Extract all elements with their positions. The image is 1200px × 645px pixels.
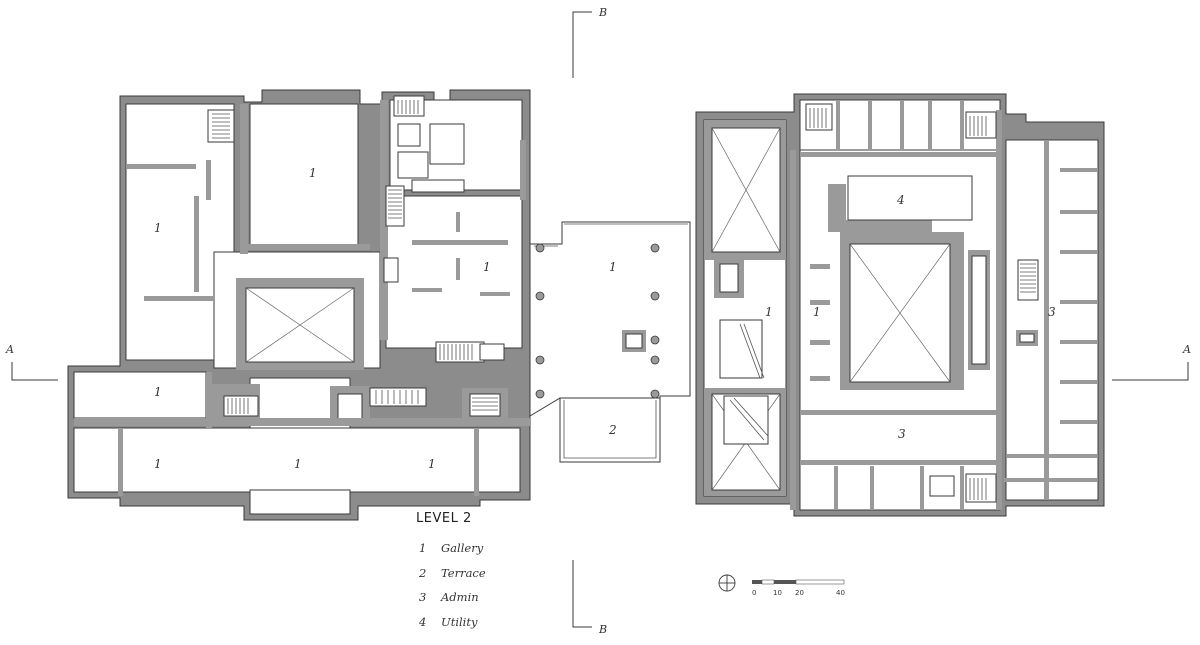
room-number: 3: [1048, 305, 1056, 319]
link-pavilion: [529, 221, 691, 463]
west-building: [67, 89, 531, 521]
room-number: 1: [309, 166, 317, 180]
room-number: 1: [428, 457, 436, 471]
room-number: 1: [765, 305, 773, 319]
legend-item: 3 Admin: [419, 590, 479, 604]
room-number: 1: [154, 221, 162, 235]
room-labels: 1 1 1 1 1 1 1 1 2 1 1 4 3 3: [154, 166, 1056, 471]
section-marker-b-top: B: [572, 6, 607, 78]
legend-number: 1: [419, 541, 427, 555]
section-label: A: [1182, 343, 1191, 356]
room-number: 1: [154, 457, 162, 471]
legend-number: 2: [419, 566, 427, 580]
section-label: B: [598, 623, 607, 636]
scale-tick: 20: [795, 589, 804, 597]
scale-tick: 10: [773, 589, 782, 597]
section-label: B: [598, 6, 607, 19]
legend-number: 4: [419, 615, 427, 629]
legend-item: 4 Utility: [419, 615, 477, 629]
room-number: 2: [608, 423, 617, 437]
scale-tick: 0: [752, 589, 756, 597]
section-marker-b-bottom: B: [572, 560, 607, 636]
legend-label: Terrace: [441, 566, 486, 580]
room-number: 1: [294, 457, 302, 471]
legend-label: Admin: [441, 590, 479, 604]
north-arrow-icon: [718, 574, 736, 592]
legend-number: 3: [419, 590, 427, 604]
section-label: A: [5, 343, 14, 356]
legend-item: 2 Terrace: [419, 566, 486, 580]
room-number: 1: [154, 385, 162, 399]
room-number: 1: [609, 260, 617, 274]
legend-label: Gallery: [441, 541, 484, 555]
section-marker-a-left: A: [5, 343, 58, 381]
scale-bar: 0 10 20 40: [752, 579, 845, 597]
room-number: 1: [813, 305, 821, 319]
section-marker-a-right: A: [1112, 343, 1191, 381]
room-number: 3: [898, 427, 906, 441]
stair-west: [207, 95, 501, 417]
east-building: [695, 93, 1105, 517]
level-title: LEVEL 2: [416, 511, 472, 526]
scale-tick: 40: [836, 589, 845, 597]
legend-label: Utility: [441, 615, 478, 629]
legend-item: 1 Gallery: [419, 541, 483, 555]
room-number: 1: [483, 260, 491, 274]
room-number: 4: [896, 193, 905, 207]
